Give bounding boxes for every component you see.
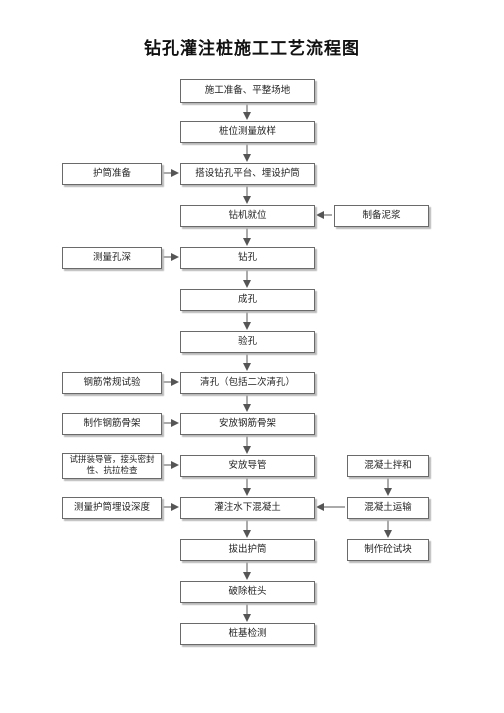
main-step-13: 破除桩头 (180, 581, 315, 603)
main-step-8: 清孔（包括二次清孔） (180, 372, 315, 394)
left-step-2: 测量孔深 (62, 247, 162, 269)
right-step-1: 制备泥浆 (334, 205, 429, 227)
main-step-11: 灌注水下混凝土 (180, 497, 315, 519)
main-step-5: 钻孔 (180, 247, 315, 269)
right-step-2: 混凝土拌和 (347, 455, 429, 477)
main-step-9: 安放钢筋骨架 (180, 413, 315, 435)
main-step-10: 安放导管 (180, 455, 315, 477)
main-step-2: 桩位测量放样 (180, 121, 315, 143)
right-step-3: 混凝土运输 (347, 497, 429, 519)
main-step-14: 桩基检测 (180, 623, 315, 645)
main-step-12: 拔出护筒 (180, 539, 315, 561)
left-step-3: 钢筋常规试验 (62, 372, 162, 394)
left-step-6: 测量护筒埋设深度 (62, 497, 162, 519)
left-step-5: 试拼装导管，接头密封性、抗拉检查 (62, 453, 162, 479)
main-step-4: 钻机就位 (180, 205, 315, 227)
diagram-title: 钻孔灌注桩施工工艺流程图 (144, 39, 360, 59)
left-step-4: 制作钢筋骨架 (62, 413, 162, 435)
main-step-6: 成孔 (180, 289, 315, 311)
main-step-7: 验孔 (180, 331, 315, 353)
main-step-1: 施工准备、平整场地 (180, 79, 315, 103)
main-step-3: 搭设钻孔平台、埋设护筒 (180, 163, 315, 185)
right-step-4: 制作砼试块 (347, 539, 429, 561)
left-step-1: 护筒准备 (62, 163, 162, 185)
